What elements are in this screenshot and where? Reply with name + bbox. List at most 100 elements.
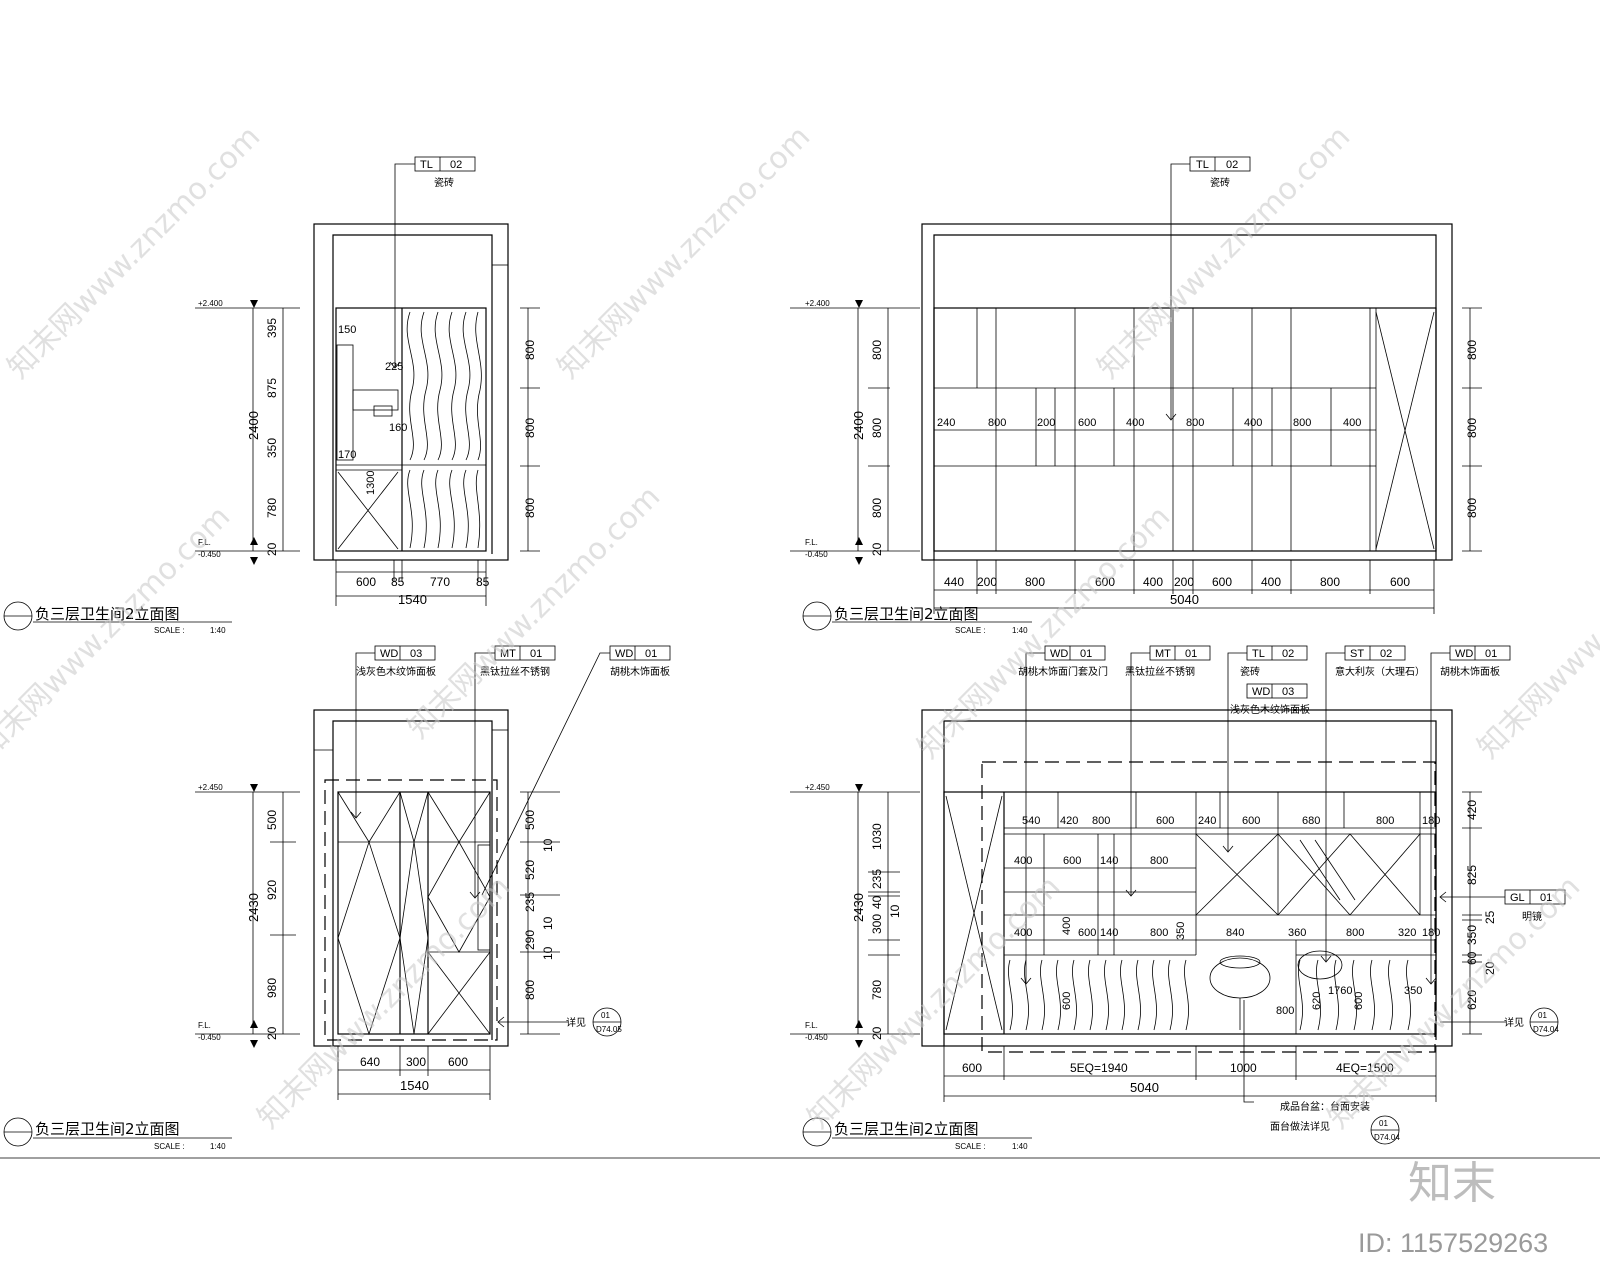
dim-left-1-4: 780 — [265, 498, 279, 518]
inner-top-4-2: 420 — [1060, 815, 1078, 827]
inner-dim-1-4: 170 — [338, 449, 356, 461]
brand-logo: 知末 — [1408, 1158, 1496, 1209]
dim-total-left-2: 2400 — [851, 411, 866, 440]
dim-right-3-2: 10 — [541, 838, 555, 852]
level-bottom-2: -0.450 — [805, 550, 828, 559]
dim-total-bottom-1: 1540 — [398, 592, 427, 607]
inner-mid-4-1: 400 — [1014, 855, 1032, 867]
dim-left-1-3: 350 — [265, 438, 279, 458]
dim-left-3-1: 500 — [265, 810, 279, 830]
dim-right-3-4: 235 — [523, 892, 537, 912]
tag-num-4-5: 02 — [1380, 648, 1392, 660]
inner-mid-4-3: 140 — [1100, 855, 1118, 867]
tag-num-3-3: 01 — [645, 648, 657, 660]
dim-total-bottom-2: 5040 — [1170, 592, 1199, 607]
watermark-text: 知末网www.znzmo.com — [251, 869, 517, 1135]
dim-left-4-6: 780 — [870, 980, 884, 1000]
inner-low-4-2: 400 — [1061, 917, 1073, 935]
level-bottom-label-3: F.L. — [198, 1021, 211, 1030]
inner-dim-2-3: 200 — [1037, 417, 1055, 429]
wood-grain-panel — [406, 311, 482, 549]
inner-dim-2-9: 400 — [1343, 417, 1361, 429]
level-top-4: +2.450 — [805, 783, 830, 792]
inner-dim-2-2: 800 — [988, 417, 1006, 429]
inner-top-4-8: 800 — [1376, 815, 1394, 827]
dim-right-4-1: 420 — [1465, 800, 1479, 820]
dim-bottom-3-3: 600 — [448, 1055, 468, 1069]
level-bottom-4: -0.450 — [805, 1033, 828, 1042]
dim-right-2-3: 800 — [1465, 498, 1479, 518]
dim-right-3-8: 800 — [523, 980, 537, 1000]
scale-value-1: 1:40 — [210, 626, 226, 635]
dim-right-3-3: 520 — [523, 860, 537, 880]
dim-left-3-3: 980 — [265, 978, 279, 998]
dim-left-4-1: 1030 — [870, 823, 884, 850]
watermark-text: 知末网www.znzmo.com — [0, 499, 237, 765]
dim-bottom-4-3: 1000 — [1230, 1061, 1257, 1075]
inner-top-4-5: 240 — [1198, 815, 1216, 827]
tag-desc-4-4: 浅灰色木纹饰面板 — [1230, 703, 1310, 716]
dim-left-3-2: 920 — [265, 880, 279, 900]
dim-bottom-4-4: 4EQ=1500 — [1336, 1061, 1394, 1075]
tag-num-4-6: 01 — [1485, 648, 1497, 660]
inner-dim-1-1: 150 — [338, 324, 356, 336]
elevation-view-3: +2.450 F.L. -0.450 2430 500 920 980 20 5… — [3, 645, 671, 1151]
watermarks: 知末网www.znzmo.com 知末网www.znzmo.com 知末网www… — [0, 119, 1600, 1135]
tag-desc-4-7: 明镜 — [1522, 910, 1542, 923]
elevation-view-1: +2.400 F.L. -0.450 2400 395 875 350 780 … — [3, 156, 540, 635]
inner-mid-4-4: 800 — [1150, 855, 1168, 867]
tag-num-4-2: 01 — [1185, 648, 1197, 660]
dim-left-4-2: 235 — [870, 869, 884, 889]
image-id: ID: 1157529263 — [1358, 1228, 1548, 1258]
level-top-2: +2.400 — [805, 299, 830, 308]
dim-left-2-4: 20 — [870, 542, 884, 556]
tag-num-3-1: 03 — [410, 648, 422, 660]
inner-dim-2-6: 800 — [1186, 417, 1204, 429]
tag-code-2-1: TL — [1196, 159, 1209, 171]
tag-desc-1-1: 瓷砖 — [434, 176, 454, 189]
watermark-text: 知末网www.znzmo.com — [911, 499, 1177, 765]
dim-bottom-2-6: 200 — [1174, 575, 1194, 589]
watermark-text: 知末网www.znzmo.com — [1471, 499, 1600, 765]
dim-right-4-3: 25 — [1483, 910, 1497, 924]
level-bottom-3: -0.450 — [198, 1033, 221, 1042]
tag-desc-4-2: 黑钛拉丝不锈钢 — [1125, 665, 1195, 678]
inner-dim-2-5: 400 — [1126, 417, 1144, 429]
dim-bottom-2-7: 600 — [1212, 575, 1232, 589]
dim-total-bottom-3: 1540 — [400, 1078, 429, 1093]
dim-bottom-2-4: 600 — [1095, 575, 1115, 589]
inner-top-4-4: 600 — [1156, 815, 1174, 827]
dim-right-1-1: 800 — [523, 340, 537, 360]
tag-desc-4-1: 胡桃木饰面门套及门 — [1018, 665, 1108, 678]
inner-low-4-10: 320 — [1398, 927, 1416, 939]
wood-grain-vanity — [1008, 959, 1411, 1031]
dim-left-4-4: 300 — [870, 914, 884, 934]
level-bottom-label-1: F.L. — [198, 538, 211, 547]
detail-sheet-3: D74.05 — [596, 1025, 622, 1034]
tag-num-2-1: 02 — [1226, 159, 1238, 171]
inner-bottom-4-2: 800 — [1276, 1005, 1294, 1017]
dim-bottom-2-1: 440 — [944, 575, 964, 589]
elevation-view-2: 240 800 200 600 400 800 400 800 400 +2.4… — [790, 156, 1482, 635]
detail-num-4b: 01 — [1379, 1119, 1388, 1128]
inner-bottom-4-3: 600 — [1353, 992, 1365, 1010]
tag-code-4-6: WD — [1455, 648, 1473, 660]
tag-code-4-2: MT — [1155, 648, 1171, 660]
tag-desc-4-6: 胡桃木饰面板 — [1440, 665, 1500, 678]
level-bottom-label-2: F.L. — [805, 538, 818, 547]
tag-num-4-3: 02 — [1282, 648, 1294, 660]
dim-bottom-2-3: 800 — [1025, 575, 1045, 589]
tag-num-4-1: 01 — [1080, 648, 1092, 660]
tag-desc-2-1: 瓷砖 — [1210, 176, 1230, 189]
dim-left-3-4: 20 — [265, 1026, 279, 1040]
inner-low-4-6: 350 — [1175, 922, 1187, 940]
note-4-2: 面台做法详见 — [1270, 1120, 1330, 1133]
view-title-4: 负三层卫生间2立面图 — [834, 1120, 979, 1138]
view-title-2: 负三层卫生间2立面图 — [834, 605, 979, 623]
tag-code-4-4: WD — [1252, 686, 1270, 698]
inner-top-4-7: 680 — [1302, 815, 1320, 827]
tag-desc-3-1: 浅灰色木纹饰面板 — [356, 665, 436, 678]
tag-code-3-3: WD — [615, 648, 633, 660]
inner-mid-4-2: 600 — [1063, 855, 1081, 867]
dim-bottom-1-2: 85 — [391, 575, 405, 589]
